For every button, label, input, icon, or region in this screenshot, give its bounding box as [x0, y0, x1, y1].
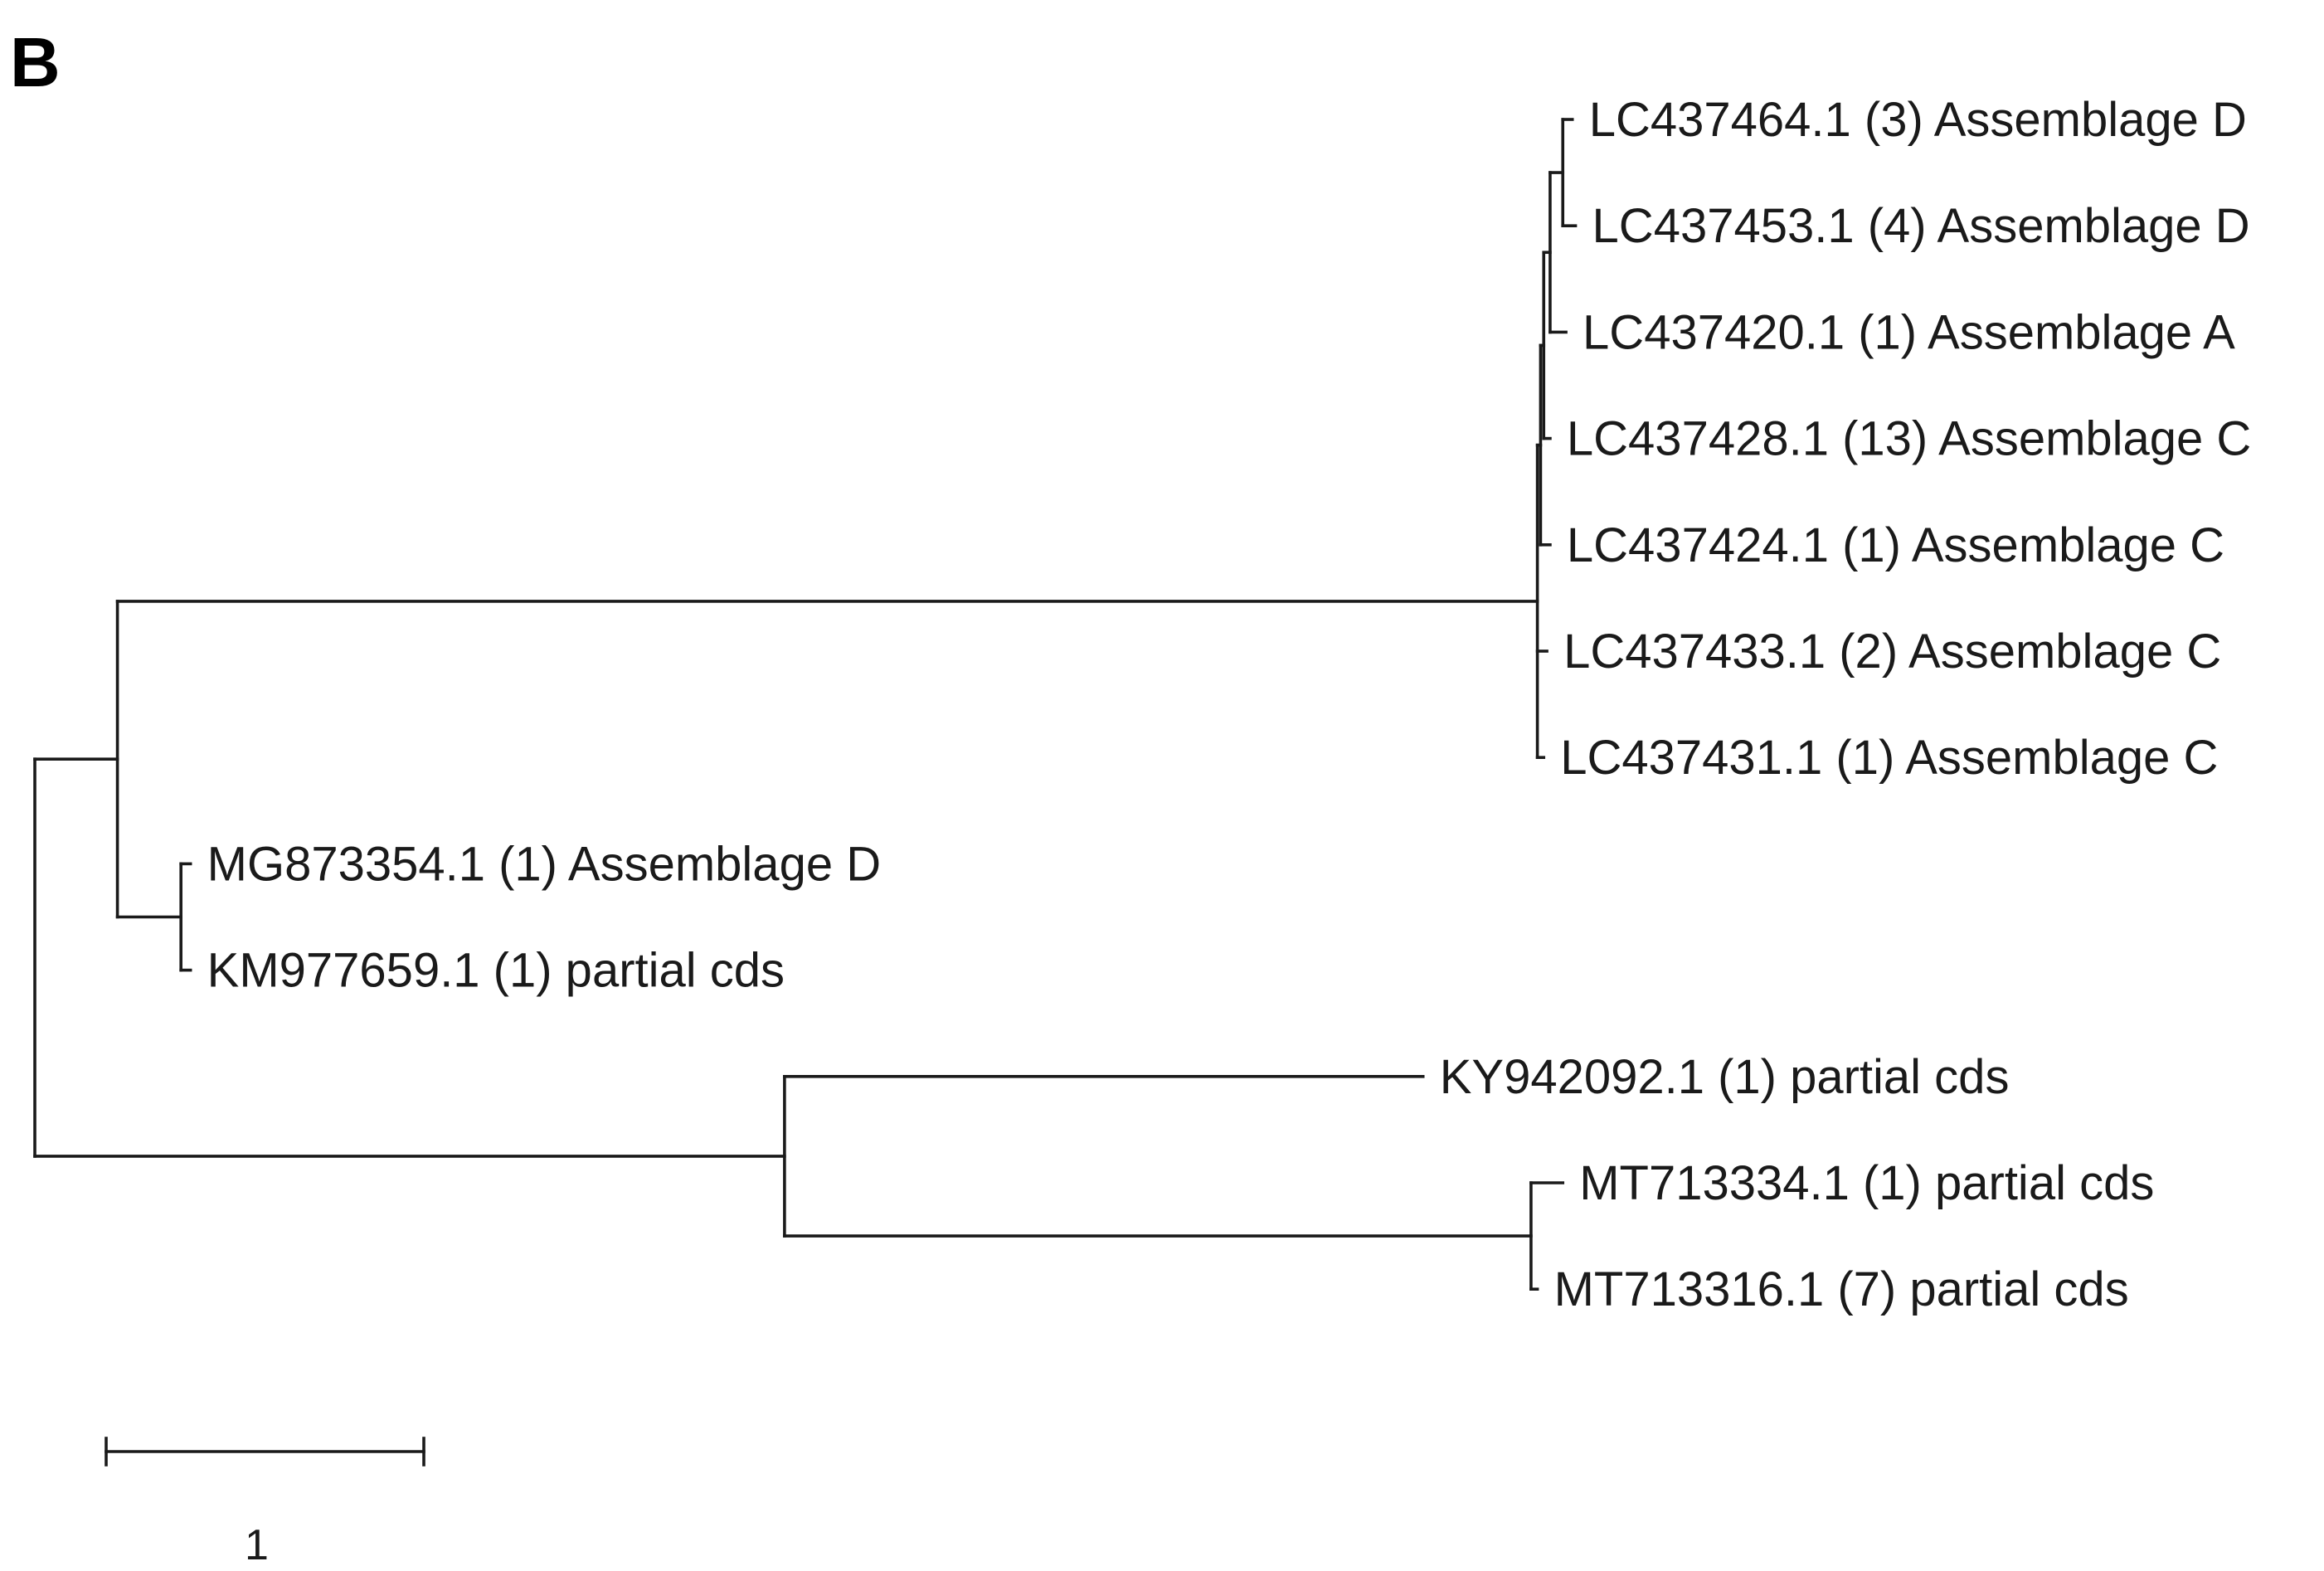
tree-branches — [33, 118, 1578, 1291]
leaf-label-3: LC437428.1 (13) Assemblage C — [1567, 412, 2251, 466]
leaf-label-1: LC437453.1 (4) Assemblage D — [1592, 199, 2250, 253]
panel-label: B — [10, 23, 61, 101]
leaf-label-10: MT713334.1 (1) partial cds — [1579, 1156, 2154, 1210]
leaf-label-8: KM977659.1 (1) partial cds — [207, 944, 785, 998]
scale-bar: 1 — [105, 1437, 425, 1569]
leaf-label-4: LC437424.1 (1) Assemblage C — [1567, 518, 2224, 572]
scale-bar-label: 1 — [245, 1521, 269, 1569]
leaf-label-7: MG873354.1 (1) Assemblage D — [207, 837, 881, 891]
leaf-labels: LC437464.1 (3) Assemblage D LC437453.1 (4… — [207, 93, 2252, 1316]
leaf-label-2: LC437420.1 (1) Assemblage A — [1583, 305, 2235, 359]
leaf-label-11: MT713316.1 (7) partial cds — [1554, 1262, 2129, 1316]
leaf-label-6: LC437431.1 (1) Assemblage C — [1560, 731, 2218, 785]
leaf-label-9: KY942092.1 (1) partial cds — [1440, 1050, 2010, 1104]
leaf-label-0: LC437464.1 (3) Assemblage D — [1589, 93, 2247, 147]
leaf-label-5: LC437433.1 (2) Assemblage C — [1563, 625, 2221, 678]
